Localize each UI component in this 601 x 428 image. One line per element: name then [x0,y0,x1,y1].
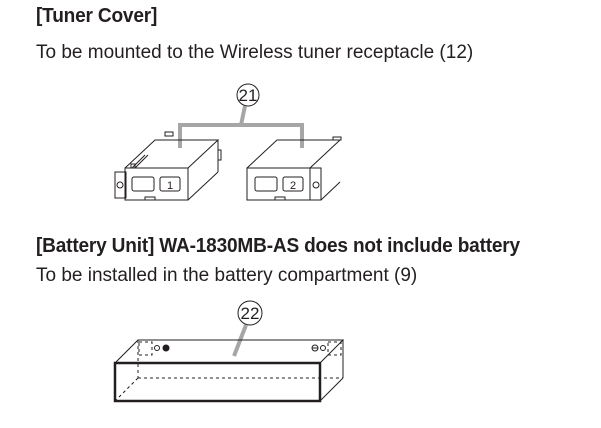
callout-leader-21 [178,105,304,148]
callout-circle-22 [237,300,263,326]
callout-label-21: 21 [239,86,258,105]
tuner-cover-unit-2 [246,136,342,201]
tuner-cover-unit-1 [114,131,222,201]
battery-unit-illustration: 22 [113,300,345,403]
unit-label-2: 2 [290,180,296,192]
tuner-cover-illustration: 21 1 [114,83,342,201]
tuner-cover-description: To be mounted to the Wireless tuner rece… [36,42,474,63]
callout-label-22: 22 [241,304,260,323]
battery-unit-description: To be installed in the battery compartme… [36,265,418,286]
callout-circle-21 [236,83,260,107]
unit-label-1: 1 [167,180,173,192]
tuner-cover-heading: [Tuner Cover] [36,4,158,27]
battery-unit-heading: [Battery Unit] WA-1830MB-AS does not inc… [36,234,520,257]
